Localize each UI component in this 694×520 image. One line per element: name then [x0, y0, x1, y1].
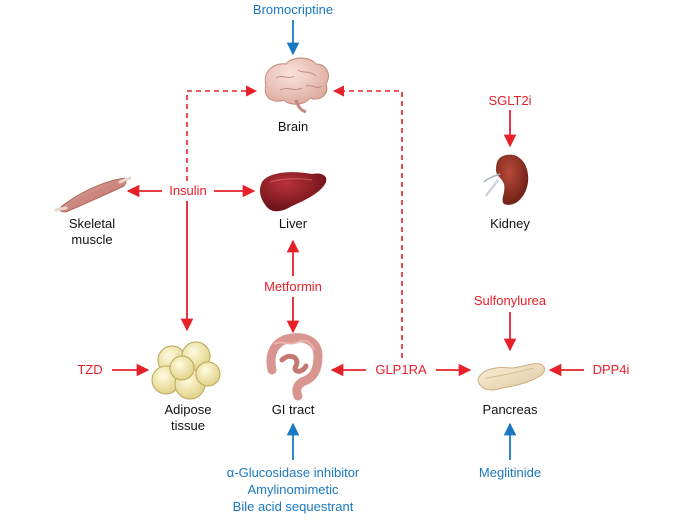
drug-metformin: Metformin	[264, 279, 322, 294]
drug-bile-acid-sequestrant: Bile acid sequestrant	[232, 499, 354, 514]
drug-tzd: TZD	[77, 362, 103, 377]
drug-dpp4i: DPP4i	[592, 362, 630, 377]
organ-label-pancreas: Pancreas	[482, 402, 538, 417]
organ-label-muscle: muscle	[71, 232, 113, 247]
organ-label-liver: Liver	[278, 216, 308, 231]
muscle-icon	[54, 176, 132, 213]
organ-label-skeletal: Skeletal	[68, 216, 116, 231]
organ-label-gi-tract: GI tract	[271, 402, 315, 417]
drug-glp1ra: GLP1RA	[375, 362, 427, 377]
adipose-icon	[151, 341, 221, 400]
drug-alpha-glucosidase-inhibitor: α-Glucosidase inhibitor	[226, 465, 360, 480]
organ-label-brain: Brain	[277, 119, 309, 134]
arrow-insulin-brain-dashed	[186, 85, 258, 181]
kidney-icon	[483, 154, 529, 205]
arrow-glp1ra-brain-dashed	[332, 85, 403, 358]
drug-bromocriptine: Bromocriptine	[252, 2, 334, 17]
drug-amylinomimetic: Amylinomimetic	[247, 482, 339, 497]
liver-icon	[259, 172, 327, 212]
drug-sglt2i: SGLT2i	[488, 93, 532, 108]
drug-meglitinide: Meglitinide	[478, 465, 542, 480]
drug-sulfonylurea: Sulfonylurea	[473, 293, 547, 308]
organ-label-kidney: Kidney	[490, 216, 530, 231]
drug-insulin: Insulin	[169, 183, 207, 198]
pancreas-icon	[477, 363, 545, 391]
organ-label-adipose: Adipose	[164, 402, 212, 417]
brain-icon	[264, 57, 329, 114]
intestine-icon	[266, 333, 323, 401]
organ-label-tissue: tissue	[171, 418, 205, 433]
